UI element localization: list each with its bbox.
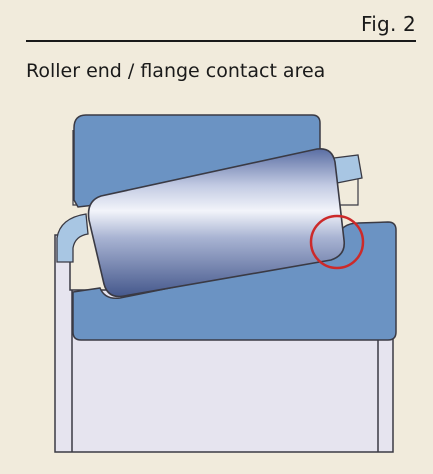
inner-ring-cone [72, 221, 397, 341]
contact-area-highlight-circle [309, 214, 365, 270]
cage-left-segment [56, 213, 89, 263]
figure-title: Roller end / flange contact area [26, 60, 326, 82]
figure-number: Fig. 2 [361, 12, 416, 36]
header-rule [26, 40, 416, 42]
tapered-roller [87, 147, 346, 298]
